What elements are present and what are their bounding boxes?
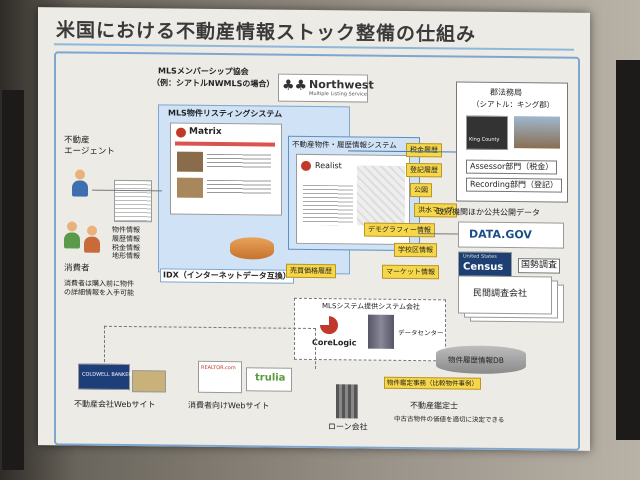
realist-label: Realist	[315, 161, 342, 171]
trulia-logo: trulia	[246, 367, 292, 392]
projected-slide: 米国における不動産情報ストック整備の仕組み MLSメンバーシップ協会 （例：シア…	[38, 7, 590, 451]
datacenter-label: データセンター	[398, 328, 444, 338]
realist-map	[357, 165, 405, 226]
northwest-logo: ♣♣ Northwest Multiple Listing Service	[278, 73, 374, 103]
history-db-label: 物件履歴情報DB	[448, 355, 504, 365]
mls-example-label: （例：シアトルNWMLSの場合）	[152, 78, 275, 89]
assessor-label: Assessor部門（税金）	[466, 159, 558, 175]
info-items-list: 物件情報 履歴情報 税金情報 地形情報	[112, 225, 140, 261]
corelogic-label: CoreLogic	[312, 337, 357, 348]
matrix-header-bar	[175, 141, 275, 147]
slide-title: 米国における不動産情報ストック整備の仕組み	[56, 19, 477, 46]
king-county-logo: King County	[466, 115, 508, 151]
trulia-text: trulia	[255, 372, 286, 384]
gov-data-header: 政府機関ほか公共公開データ	[436, 207, 540, 218]
courthouse-photo	[514, 116, 560, 149]
county-sub-label: （シアトル：キング郡）	[472, 99, 555, 110]
consumer-note: 消費者は購入前に物件 の詳細情報を入手可能	[64, 279, 134, 297]
tag-registry-history: 登記履歴	[406, 162, 442, 178]
consumer-label: 消費者	[64, 263, 90, 274]
tree-icon: ♣♣	[282, 77, 308, 94]
census-sub: United States	[463, 253, 497, 260]
realist-icon	[301, 160, 311, 171]
appraisal-note: 中古古物件の価値を適切に決定できる	[394, 414, 505, 424]
private-research-box: 民間調査会社	[458, 275, 552, 315]
mls-association-label: MLSメンバーシップ協会	[158, 66, 249, 77]
tag-school-district: 学校区情報	[394, 242, 437, 258]
listing-text-2	[207, 179, 271, 195]
census-logo: United States Census	[458, 251, 512, 279]
realtor-logo: REALTOR.com	[198, 360, 242, 394]
tag-sales-price-history: 売買価格履歴	[286, 263, 336, 279]
county-label: 郡法務局	[490, 87, 522, 98]
agent-person-icon	[70, 169, 90, 197]
matrix-icon	[176, 127, 186, 138]
idx-label: IDX（インターネットデータ互換）	[160, 268, 294, 284]
tag-cadastral-map: 公図	[410, 183, 432, 198]
census-text: Census	[463, 261, 504, 273]
history-system-label: 不動産物件・履歴情報システム	[292, 139, 397, 150]
northwest-sub: Multiple Listing Service	[309, 90, 367, 98]
listing-text-1	[207, 153, 271, 169]
corelogic-icon	[320, 316, 338, 335]
recording-label: Recording部門（登記）	[466, 177, 563, 193]
server-rack-icon	[368, 314, 394, 349]
kokusei-label: 国勢調査	[518, 258, 561, 274]
document-stack-icon	[114, 179, 152, 223]
appraisal-item: 物件鑑定事務（比較物件事例）	[384, 376, 481, 390]
consumer-person-icon-2	[82, 225, 102, 253]
re-company-web-label: 不動産会社Webサイト	[74, 399, 156, 410]
realtor-text: REALTOR.com	[201, 364, 236, 372]
listing-photo-1	[177, 151, 203, 172]
king-county-name: King County	[469, 136, 500, 143]
datagov-text: DATA.GOV	[469, 227, 532, 242]
mls-database-icon	[230, 237, 274, 260]
realist-text	[303, 184, 353, 226]
mls-listing-label: MLS物件リスティングシステム	[168, 108, 283, 119]
coldwell-banker-logo: COLDWELL BANKER	[78, 363, 132, 391]
left-pillar	[2, 90, 24, 470]
agent-label: 不動産 エージェント	[64, 135, 115, 157]
coldwell-text: COLDWELL BANKER	[82, 371, 132, 379]
tag-market-info: マーケット情報	[382, 264, 439, 280]
datagov-logo: DATA.GOV	[458, 221, 564, 249]
right-pillar	[616, 60, 640, 440]
private-research-label: 民間調査会社	[473, 288, 528, 300]
loan-company-label: ローン会社	[328, 422, 368, 432]
building-icon	[336, 384, 358, 419]
provider-label: MLSシステム提供システム会社	[322, 302, 420, 312]
matrix-screenshot: Matrix	[170, 122, 282, 216]
consumer-web-label: 消費者向けWebサイト	[188, 400, 270, 411]
appraiser-label: 不動産鑑定士	[410, 401, 458, 411]
listing-photo-2	[177, 177, 203, 198]
consumer-person-icon-1	[62, 221, 82, 249]
tag-demographics: デモグラフィー情報	[364, 222, 435, 238]
matrix-label: Matrix	[189, 126, 222, 138]
century21-logo	[132, 370, 166, 393]
